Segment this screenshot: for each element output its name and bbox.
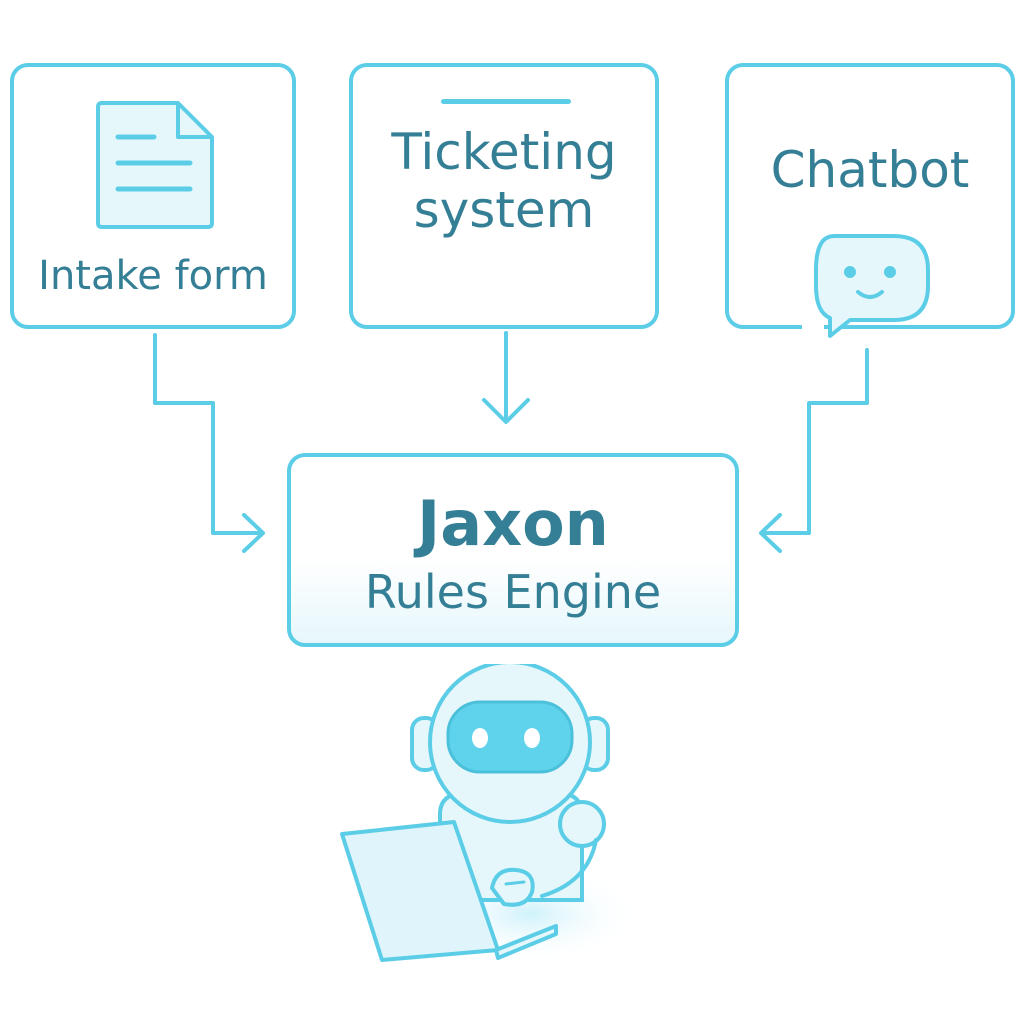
arrowhead-intake: [242, 513, 265, 553]
rules-engine-box: Jaxon Rules Engine: [287, 453, 739, 647]
arrowhead-ticketing: [482, 398, 530, 424]
ticketing-system-box: Ticketing system: [349, 63, 659, 329]
chatbot-box: Chatbot: [725, 63, 1015, 329]
chatbot-label: Chatbot: [770, 141, 970, 199]
engine-subtitle: Rules Engine: [364, 565, 662, 619]
document-icon: [96, 101, 214, 229]
engine-title: Jaxon: [417, 487, 609, 560]
header-bar: [441, 99, 571, 104]
ticketing-label-line2: system: [413, 181, 595, 239]
connector-intake-to-engine: [153, 333, 264, 535]
ticketing-label-line1: Ticketing: [391, 123, 617, 181]
intake-form-label: Intake form: [38, 253, 268, 299]
intake-form-box: Intake form: [10, 63, 296, 329]
chat-bubble-icon: [802, 234, 930, 338]
arrowhead-chatbot: [759, 513, 782, 553]
robot-with-laptop-illustration: [340, 664, 640, 964]
connector-chatbot-to-engine: [760, 348, 869, 535]
